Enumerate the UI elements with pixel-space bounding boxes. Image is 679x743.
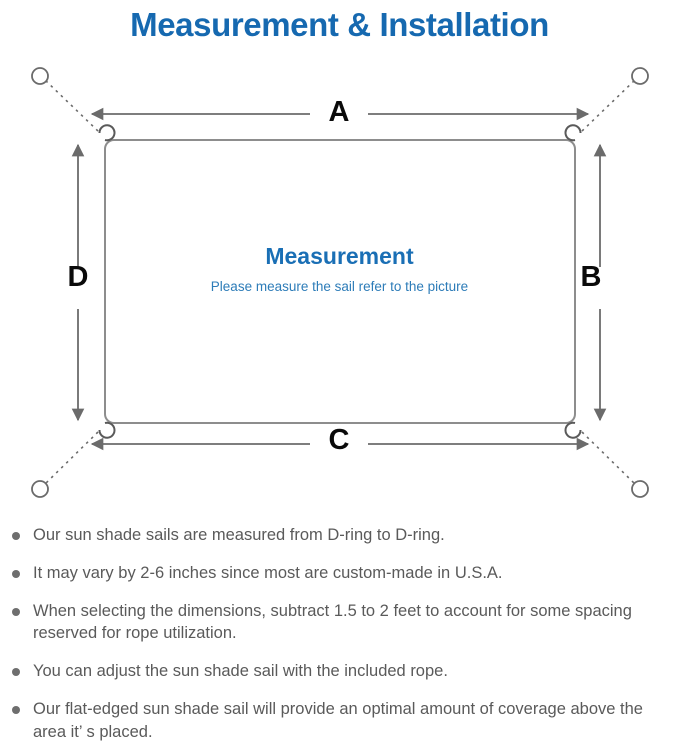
d-ring-bottom-right bbox=[564, 421, 582, 439]
measurement-diagram bbox=[0, 52, 679, 517]
dimension-label-b: B bbox=[580, 261, 602, 293]
rope-bottom-right bbox=[581, 431, 636, 485]
bullet-icon bbox=[12, 532, 20, 540]
list-item: Our flat-edged sun shade sail will provi… bbox=[0, 698, 679, 743]
list-item: You can adjust the sun shade sail with t… bbox=[0, 660, 679, 683]
page-title: Measurement & Installation bbox=[130, 6, 549, 43]
bullet-icon bbox=[12, 607, 20, 616]
d-ring-top-left bbox=[98, 124, 116, 142]
notes-list: Our sun shade sails are measured from D-… bbox=[0, 524, 679, 743]
sail-measurement-subtext: Please measure the sail refer to the pic… bbox=[210, 279, 469, 294]
d-ring-bottom-left bbox=[98, 421, 116, 439]
dimension-label-d: D bbox=[67, 261, 89, 293]
rope-bottom-left bbox=[44, 431, 99, 485]
list-item-text: It may vary by 2-6 inches since most are… bbox=[33, 563, 503, 582]
d-ring-top-right bbox=[564, 124, 582, 142]
bullet-icon bbox=[12, 705, 20, 714]
rope-top-left bbox=[44, 79, 99, 132]
anchor-ring-bottom-left bbox=[31, 480, 49, 498]
anchor-ring-bottom-right bbox=[631, 480, 649, 498]
list-item: It may vary by 2-6 inches since most are… bbox=[0, 562, 679, 585]
sail-outline bbox=[104, 139, 576, 424]
bullet-icon bbox=[12, 668, 20, 677]
list-item-text: Our flat-edged sun shade sail will provi… bbox=[33, 699, 643, 741]
list-item: When selecting the dimensions, subtract … bbox=[0, 600, 679, 646]
list-item: Our sun shade sails are measured from D-… bbox=[0, 524, 679, 547]
rope-top-right bbox=[581, 79, 636, 132]
anchor-ring-top-right bbox=[631, 67, 649, 85]
bullet-icon bbox=[12, 569, 20, 578]
dimension-label-a: A bbox=[328, 96, 350, 128]
list-item-text: Our sun shade sails are measured from D-… bbox=[33, 526, 445, 544]
list-item-text: When selecting the dimensions, subtract … bbox=[33, 601, 632, 643]
sail-measurement-heading: Measurement bbox=[265, 243, 414, 269]
dimension-label-c: C bbox=[328, 424, 350, 456]
anchor-ring-top-left bbox=[31, 67, 49, 85]
list-item-text: You can adjust the sun shade sail with t… bbox=[33, 662, 448, 681]
